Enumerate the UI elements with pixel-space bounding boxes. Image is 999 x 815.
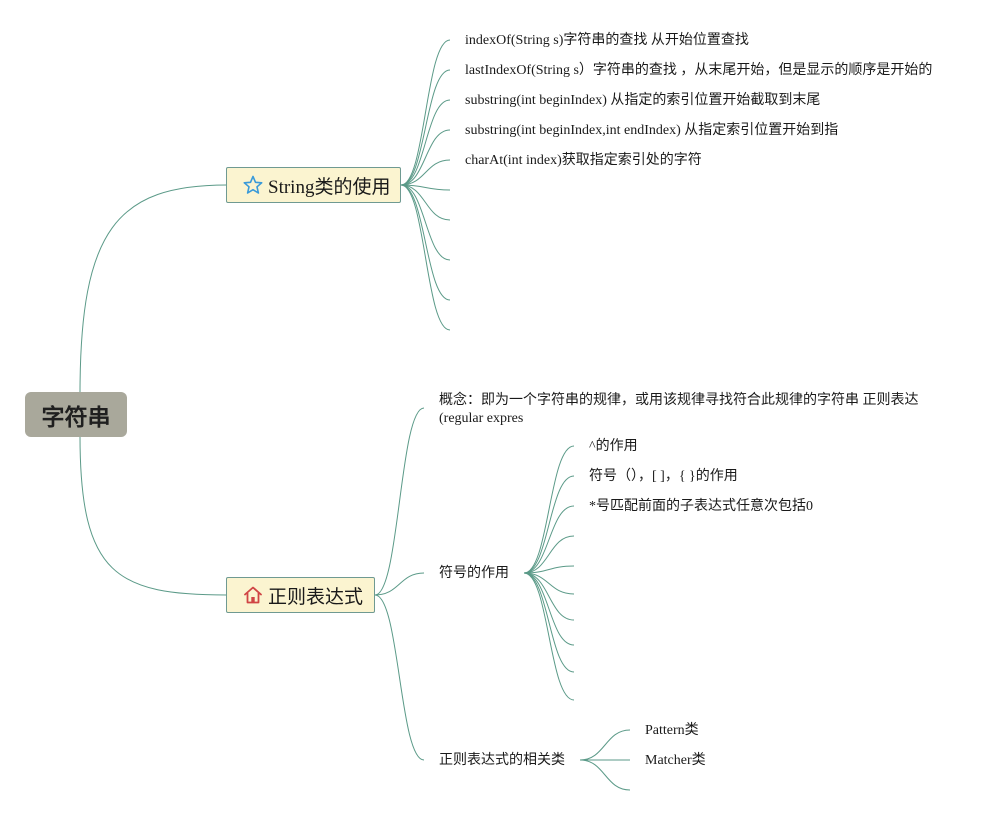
connector-line-14 (374, 594, 425, 761)
string-item-substring-begin[interactable]: substring(int beginIndex) 从指定的索引位置开始截取到末… (465, 93, 821, 108)
branch-string-usage[interactable]: String类的使用 (226, 167, 401, 203)
connector-line-5 (400, 129, 451, 186)
connector-line-21 (523, 572, 575, 621)
connector-line-23 (523, 572, 575, 673)
branch-regex-label: 正则表达式 (268, 586, 364, 608)
connector-line-1 (79, 435, 228, 596)
branch-regex[interactable]: 正则表达式 (226, 577, 375, 613)
regex-concept[interactable]: 概念：即为一个字符串的规律，或用该规律寻找符合此规律的字符串 正则表达 (reg… (439, 393, 919, 426)
connector-line-8 (400, 184, 451, 221)
connector-line-12 (374, 407, 425, 596)
class-item-matcher[interactable]: Matcher类 (645, 753, 706, 768)
root-node[interactable]: 字符串 (25, 392, 127, 437)
string-item-charat[interactable]: charAt(int index)获取指定索引处的字符 (465, 153, 702, 168)
star-icon (243, 175, 263, 194)
connector-line-2 (400, 39, 451, 186)
class-item-pattern[interactable]: Pattern类 (645, 723, 699, 738)
connector-line-27 (579, 759, 631, 791)
string-item-substring-range[interactable]: substring(int beginIndex,int endIndex) 从… (465, 123, 839, 138)
regex-classes-node[interactable]: 正则表达式的相关类 (439, 753, 565, 768)
connector-line-17 (523, 505, 575, 574)
connector-line-6 (400, 159, 451, 186)
connector-line-3 (400, 69, 451, 186)
connector-line-18 (523, 535, 575, 574)
symbol-item-brackets[interactable]: 符号（），[ ]，{ }的作用 (589, 469, 738, 484)
connector-line-11 (400, 184, 451, 331)
home-icon (244, 586, 262, 604)
connector-line-24 (523, 572, 575, 701)
string-item-indexof[interactable]: indexOf(String s)字符串的查找 从开始位置查找 (465, 33, 749, 48)
connector-line-25 (579, 729, 631, 761)
root-label: 字符串 (41, 404, 111, 431)
connector-line-15 (523, 445, 575, 574)
string-item-lastindexof[interactable]: lastIndexOf(String s）字符串的查找 ，从末尾开始，但是显示的… (465, 63, 933, 78)
connector-line-4 (400, 99, 451, 186)
connector-line-0 (79, 184, 228, 395)
connector-line-9 (400, 184, 451, 261)
connector-line-16 (523, 475, 575, 574)
branch-string-usage-label: String类的使用 (268, 176, 391, 198)
symbol-item-caret[interactable]: ^的作用 (589, 439, 638, 454)
connector-line-13 (374, 572, 425, 596)
regex-symbols-node[interactable]: 符号的作用 (439, 566, 509, 581)
connector-line-19 (523, 565, 575, 574)
symbol-item-asterisk[interactable]: *号匹配前面的子表达式任意次包括0 (589, 499, 813, 514)
